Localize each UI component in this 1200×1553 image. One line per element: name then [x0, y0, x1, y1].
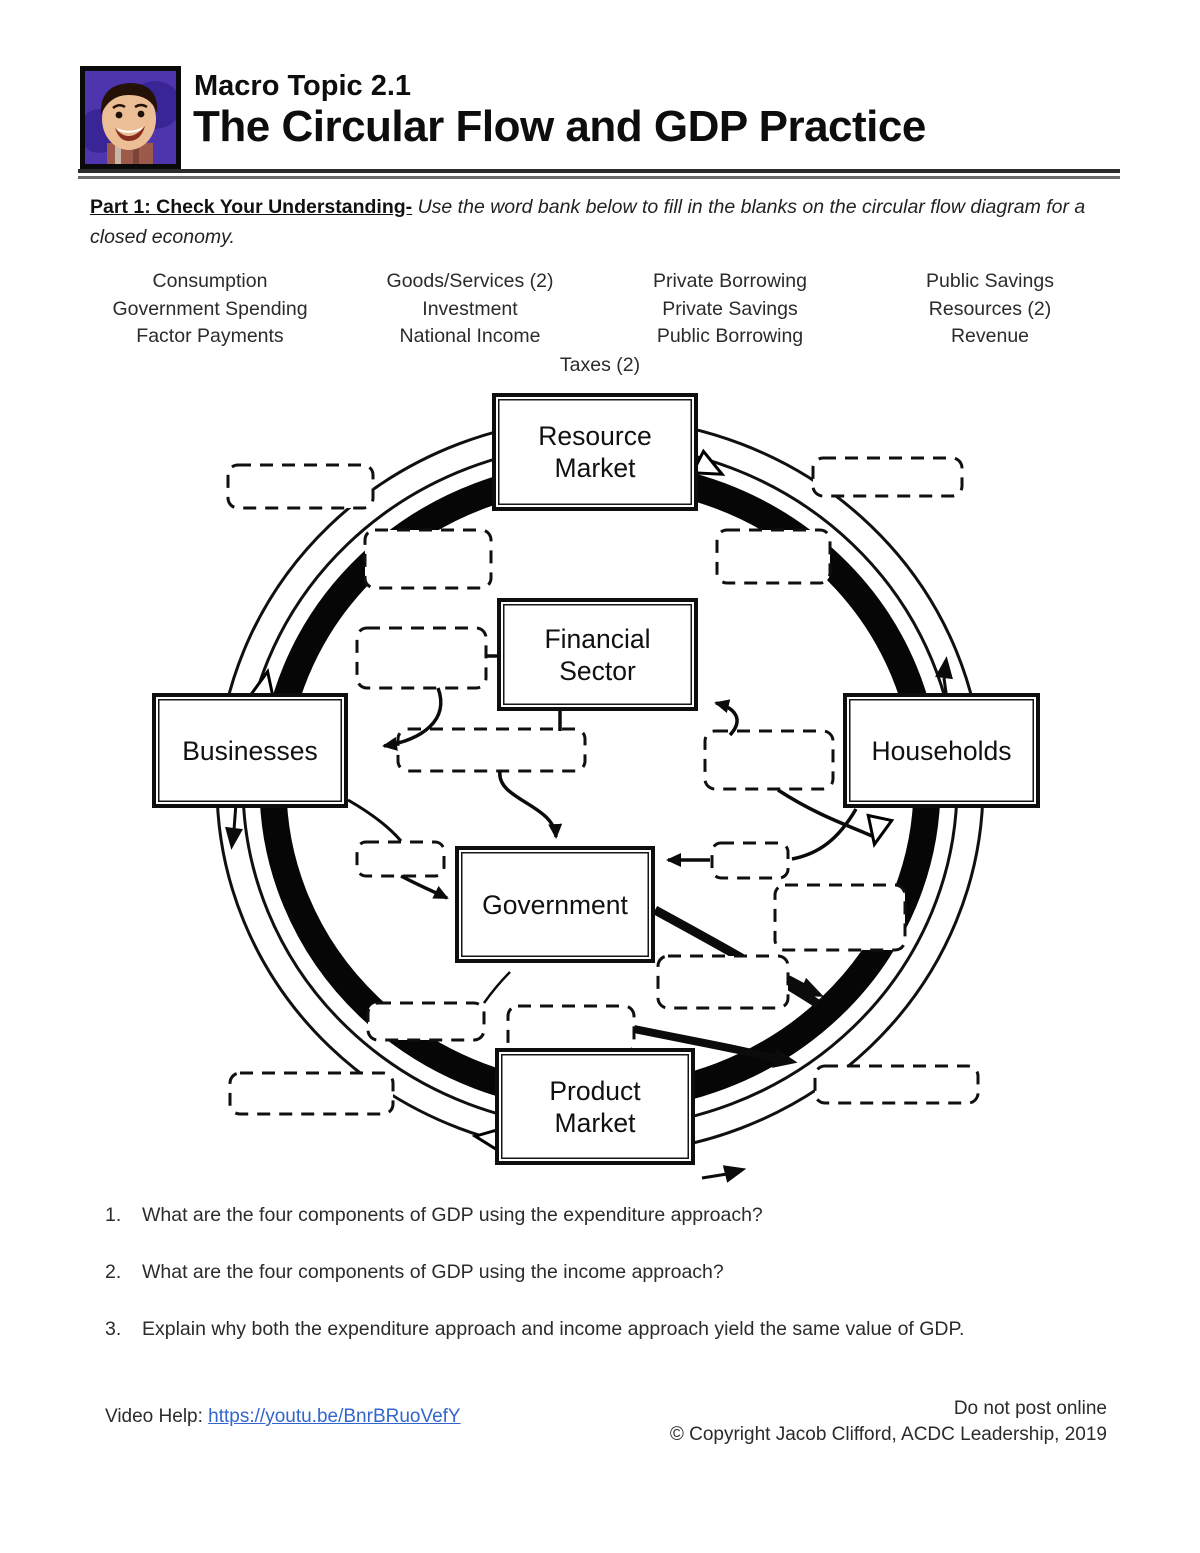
- video-help-link[interactable]: https://youtu.be/BnrBRuoVefY: [208, 1406, 461, 1427]
- question-number: 3.: [105, 1318, 122, 1340]
- word-bank-term: Consumption: [152, 270, 268, 292]
- node-label: Financial Sector: [544, 623, 651, 686]
- word-bank-term: Public Borrowing: [656, 325, 804, 347]
- node-households: Households: [843, 693, 1040, 808]
- thick-flow-arrowhead: [772, 1048, 798, 1068]
- question-item: 2. What are the four components of GDP u…: [105, 1260, 1115, 1284]
- thick-flow-stem: [786, 975, 807, 992]
- blank-slot: [355, 840, 446, 878]
- blank-slot: [228, 1071, 395, 1116]
- cw-flow-arrow: [866, 813, 895, 849]
- blank-slot: [366, 1001, 486, 1042]
- blank-slot: [813, 1064, 980, 1105]
- node-government: Government: [455, 846, 655, 963]
- thick-flow-stem: [633, 1025, 778, 1063]
- cw-flow-arrow: [690, 448, 726, 476]
- word-bank-term: Revenue: [950, 325, 1030, 347]
- blank-slot: [715, 528, 832, 585]
- node-label: Product Market: [549, 1075, 641, 1138]
- question-item: 3. Explain why both the expenditure appr…: [105, 1317, 1115, 1341]
- flow-arrow: [498, 770, 563, 839]
- worksheet-topic: Macro Topic 2.1: [194, 70, 412, 102]
- page-title: The Circular Flow and GDP Practice: [193, 102, 926, 151]
- node-resource-market: Resource Market: [492, 393, 698, 511]
- question-number: 1.: [105, 1204, 122, 1226]
- blank-slot: [226, 463, 375, 510]
- connector-line: [482, 971, 511, 1004]
- ccw-flow-arrow: [225, 826, 243, 850]
- blank-slot: [355, 626, 488, 690]
- node-label: Government: [482, 889, 628, 920]
- part1-heading: Part 1: Check Your Understanding-: [90, 196, 413, 218]
- question-text: Explain why both the expenditure approac…: [142, 1318, 965, 1340]
- blank-slot: [363, 528, 493, 590]
- node-businesses: Businesses: [152, 693, 348, 808]
- circular-flow-diagram: Resource Market Financial Sector Busines…: [150, 388, 1050, 1188]
- video-help: Video Help: https://youtu.be/BnrBRuoVefY: [105, 1406, 461, 1428]
- node-label: Resource Market: [538, 421, 652, 483]
- node-product-market: Product Market: [495, 1048, 695, 1165]
- flow-arrow: [382, 687, 443, 751]
- blank-slot: [811, 456, 964, 498]
- node-label: Businesses: [182, 735, 318, 766]
- question-text: What are the four components of GDP usin…: [142, 1261, 724, 1283]
- word-bank-term: Factor Payments: [136, 325, 284, 347]
- flow-arrow: [714, 699, 739, 737]
- face-icon: [85, 71, 176, 164]
- connector-line: [791, 808, 858, 861]
- do-not-post-text: Do not post online: [953, 1398, 1107, 1419]
- word-bank-term: Investment: [422, 297, 518, 320]
- copyright-text: © Copyright Jacob Clifford, ACDC Leaders…: [669, 1424, 1107, 1445]
- thick-flow-arrowhead: [797, 977, 824, 997]
- part1-text: Use the word bank below to fill in the b…: [90, 196, 1086, 248]
- word-bank-term: Goods/Services (2): [386, 270, 554, 292]
- ccw-flow-arrow: [935, 656, 953, 680]
- blank-slot: [396, 727, 587, 773]
- blank-slot: [656, 954, 790, 1010]
- video-help-label: Video Help:: [105, 1406, 209, 1427]
- blank-slot: [773, 883, 907, 952]
- connector-line: [777, 788, 873, 838]
- question-item: 1. What are the four components of GDP u…: [105, 1203, 1115, 1227]
- word-bank-term: National Income: [399, 325, 541, 347]
- word-bank-term: Taxes (2): [559, 353, 641, 376]
- flow-arrow: [400, 874, 449, 900]
- blank-slot: [703, 729, 835, 791]
- word-bank-term: Private Borrowing: [653, 270, 807, 292]
- blank-slot: [710, 841, 790, 880]
- word-bank-term: Public Savings: [926, 270, 1054, 292]
- blank-slot: [506, 1004, 636, 1055]
- node-label: Households: [871, 735, 1012, 766]
- header-divider: [78, 169, 1120, 179]
- connector-line: [347, 798, 403, 842]
- word-bank: Consumption Government Spending Factor P…: [80, 268, 1120, 379]
- word-bank-term: Resources (2): [928, 297, 1052, 320]
- questions-list: 1. What are the four components of GDP u…: [105, 1203, 1115, 1374]
- blank-slots: [226, 456, 980, 1116]
- footer-notice: Do not post online © Copyright Jacob Cli…: [670, 1396, 1107, 1448]
- word-bank-term: Government Spending: [112, 297, 308, 320]
- word-bank-term: Private Savings: [662, 297, 798, 320]
- internal-flow-arrows: [347, 654, 873, 1068]
- ccw-flow-arrow: [722, 1165, 747, 1183]
- question-text: What are the four components of GDP usin…: [142, 1204, 763, 1226]
- part1-instructions: Part 1: Check Your Understanding- Use th…: [90, 192, 1095, 252]
- acdc-logo: [80, 66, 181, 169]
- question-number: 2.: [105, 1261, 122, 1283]
- node-financial-sector: Financial Sector: [497, 598, 698, 711]
